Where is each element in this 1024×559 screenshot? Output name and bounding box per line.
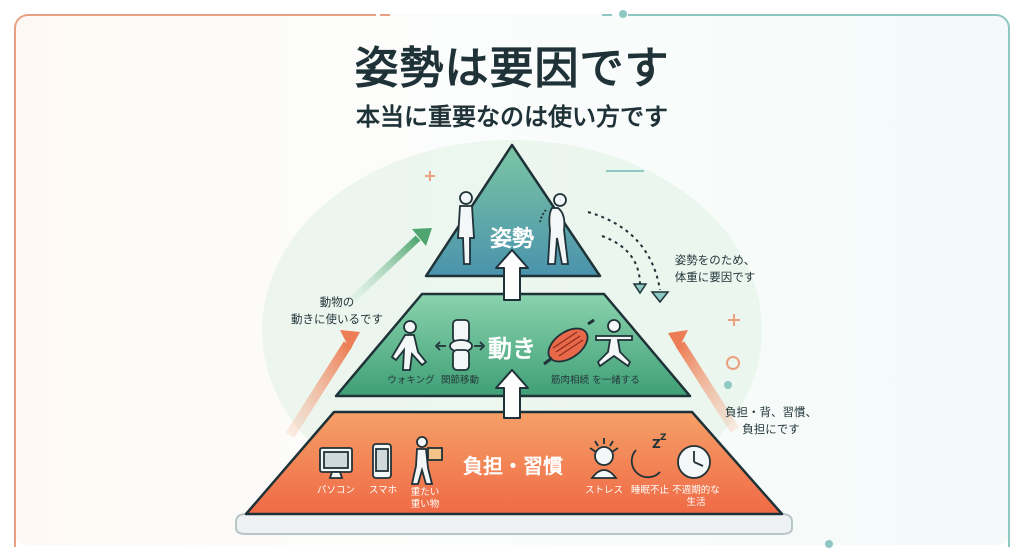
smartphone-icon bbox=[372, 443, 392, 479]
decorations bbox=[380, 10, 833, 548]
exercise-pose-icon bbox=[595, 319, 633, 368]
sleep-moon-icon: Z Z bbox=[630, 433, 667, 479]
bottom-item-caption: 睡眠不止 bbox=[630, 485, 669, 496]
bottom-item-caption: 重たい 重い物 bbox=[410, 487, 440, 510]
center-arrow-top bbox=[495, 249, 529, 301]
middle-item-caption: ウォキング bbox=[387, 375, 435, 386]
tier-middle-label: 動き bbox=[488, 335, 536, 363]
note-right-bottom: 負担・背、習慣、 負担にです bbox=[725, 405, 817, 436]
bottom-item-caption: ストレス bbox=[584, 485, 623, 496]
page-subtitle: 本当に重要なのは使い方です bbox=[356, 103, 668, 131]
center-arrow-bottom bbox=[495, 369, 529, 419]
note-left: 動物の 動きに使いるです bbox=[291, 295, 383, 326]
svg-text:Z: Z bbox=[652, 437, 661, 451]
bottom-item-caption: スマホ bbox=[368, 485, 398, 496]
right-arrows bbox=[587, 211, 740, 433]
tier-bottom-shape bbox=[244, 410, 784, 516]
pyramid-base-platform bbox=[235, 513, 793, 535]
frame-border-right bbox=[628, 14, 1010, 547]
knee-joint-icon bbox=[434, 319, 486, 371]
middle-item-caption: 関節移動 bbox=[440, 375, 479, 386]
svg-text:Z: Z bbox=[660, 433, 667, 443]
page-title: 姿勢は要因です bbox=[354, 43, 670, 94]
bottom-item-caption: パソコン bbox=[316, 485, 355, 496]
clock-icon bbox=[677, 445, 711, 479]
middle-item-caption: 筋肉相続 bbox=[550, 375, 589, 386]
frame-border-left bbox=[14, 14, 376, 547]
muscle-icon bbox=[543, 318, 595, 366]
note-right-top: 姿勢をのため、 体重に要因です bbox=[674, 253, 756, 284]
slouching-person-icon bbox=[539, 193, 570, 265]
tier-top-label: 姿勢 bbox=[489, 227, 534, 252]
tier-middle-shape bbox=[334, 292, 692, 398]
standing-person-icon bbox=[457, 191, 475, 265]
walking-person-icon bbox=[390, 320, 428, 371]
bottom-item-caption: 不週期的な 生活 bbox=[672, 485, 720, 508]
monitor-icon bbox=[319, 447, 353, 479]
stressed-person-icon bbox=[589, 438, 619, 479]
tier-bottom-label: 負担・習慣 bbox=[463, 454, 563, 478]
person-carrying-box-icon bbox=[410, 436, 443, 485]
left-arrows bbox=[285, 228, 432, 438]
middle-item-caption: を一緒する bbox=[592, 375, 640, 386]
